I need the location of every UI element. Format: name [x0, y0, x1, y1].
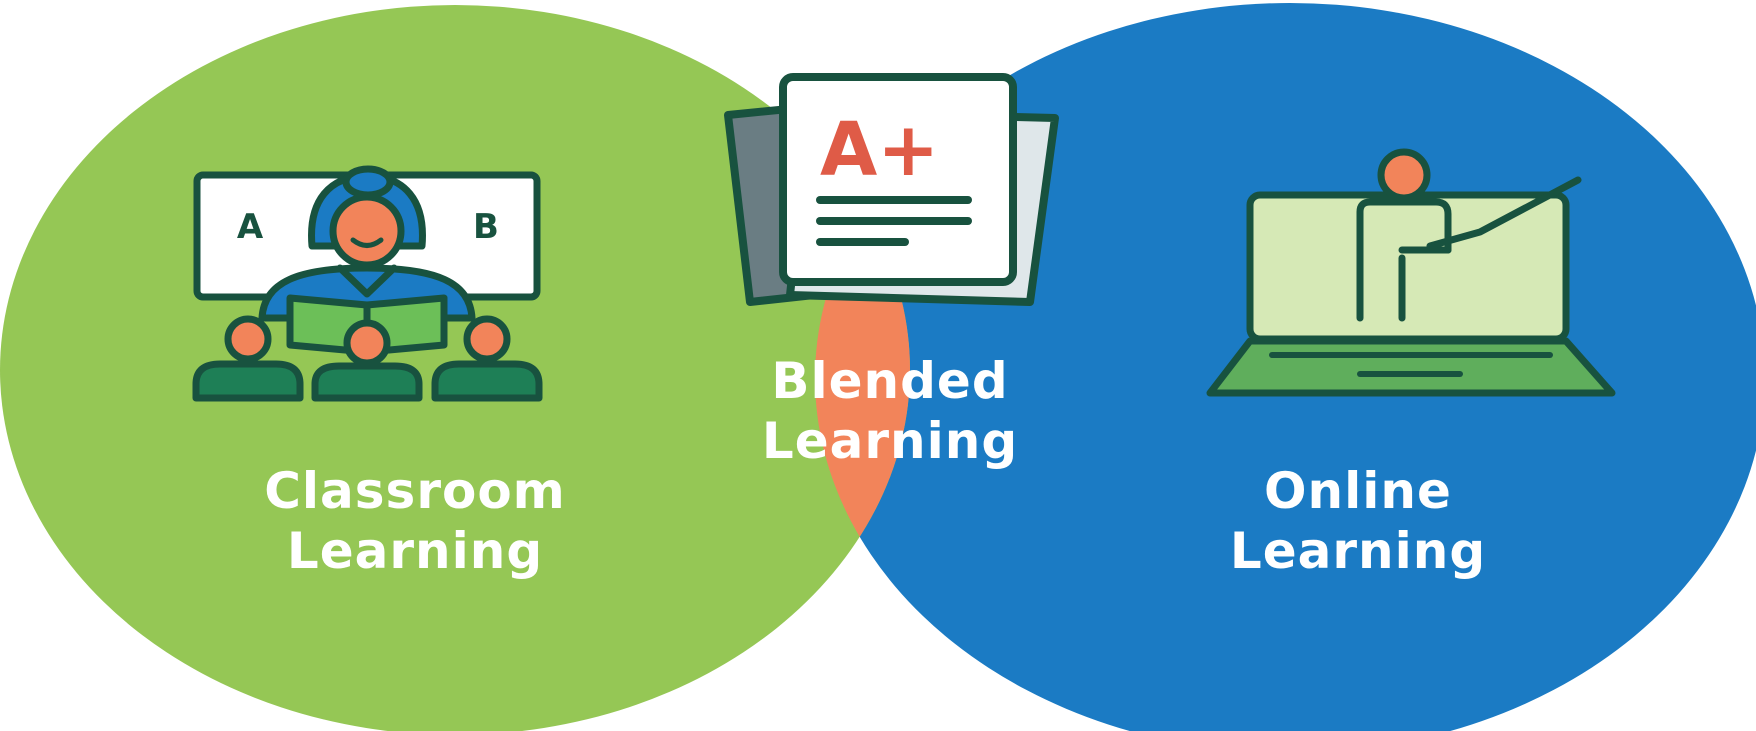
- laptop-teacher-icon: [1206, 148, 1616, 397]
- classroom-learning-label-line1: Classroom: [264, 462, 566, 520]
- blended-learning-label-line1: Blended: [771, 352, 1008, 410]
- classroom-teacher-icon: A B: [192, 165, 543, 402]
- blended-learning-label-line2: Learning: [762, 412, 1018, 470]
- grade-a-plus: A+: [820, 107, 939, 193]
- online-learning-label-line1: Online: [1264, 462, 1452, 520]
- graded-paper-icon: A+: [724, 73, 1059, 306]
- board-letter-a: A: [237, 207, 264, 247]
- board-letter-b: B: [473, 207, 499, 247]
- online-learning-label-line2: Learning: [1230, 522, 1486, 580]
- classroom-learning-label-line2: Learning: [287, 522, 543, 580]
